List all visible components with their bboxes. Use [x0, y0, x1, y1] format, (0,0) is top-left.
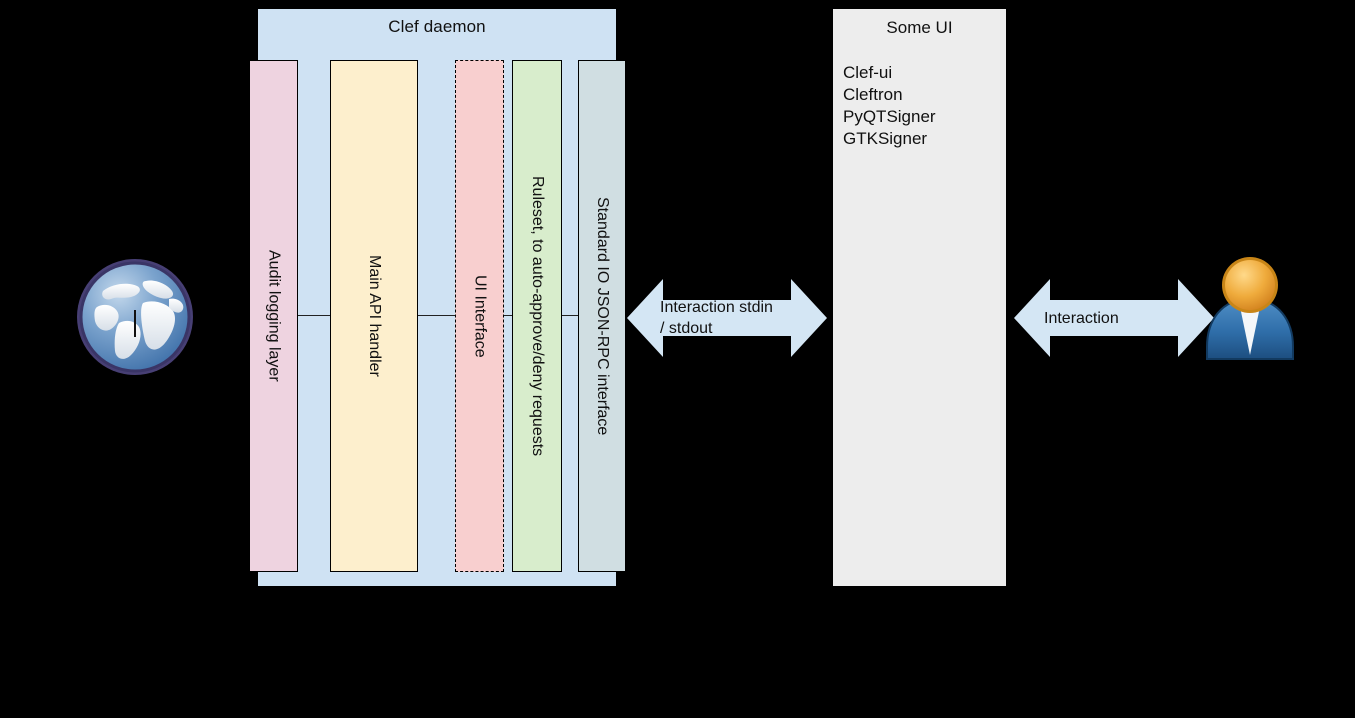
globe-icon	[73, 255, 198, 380]
some-ui-list: Clef-ui Cleftron PyQTSigner GTKSigner	[843, 62, 1003, 150]
column-audit-logging-layer[interactable]: Audit logging layer	[249, 60, 298, 572]
column-standard-io-json-rpc-interface[interactable]: Standard IO JSON-RPC interface	[578, 60, 626, 572]
some-ui-title: Some UI	[886, 18, 953, 37]
list-item: PyQTSigner	[843, 107, 936, 126]
arrow-label: Interaction stdin / stdout	[660, 299, 773, 337]
list-item: Clef-ui	[843, 63, 893, 82]
connector-line	[503, 315, 512, 316]
arrow-interaction: Interaction	[1014, 275, 1214, 361]
column-ui-interface[interactable]: UI Interface	[455, 60, 504, 572]
connector-line	[562, 315, 578, 316]
list-item: GTKSigner	[843, 129, 928, 148]
column-main-api-handler[interactable]: Main API handler	[330, 60, 418, 572]
connector-line	[418, 315, 455, 316]
some-ui-container	[832, 8, 1007, 587]
column-label: Main API handler	[366, 255, 383, 377]
arrow-label: Interaction	[1044, 310, 1119, 327]
column-label: UI Interface	[471, 274, 489, 358]
clef-daemon-title: Clef daemon	[388, 17, 486, 36]
arrow-interaction-stdin-stdout: Interaction stdin / stdout	[627, 275, 827, 361]
column-ruleset[interactable]: Ruleset, to auto-approve/deny requests	[512, 60, 562, 572]
list-item: Cleftron	[843, 85, 903, 104]
column-label: Standard IO JSON-RPC interface	[594, 196, 611, 436]
column-label: Ruleset, to auto-approve/deny requests	[529, 175, 546, 457]
user-icon	[1203, 255, 1298, 365]
connector-line	[298, 315, 330, 316]
clef-daemon-container	[257, 8, 617, 587]
column-label: Audit logging layer	[265, 250, 283, 382]
